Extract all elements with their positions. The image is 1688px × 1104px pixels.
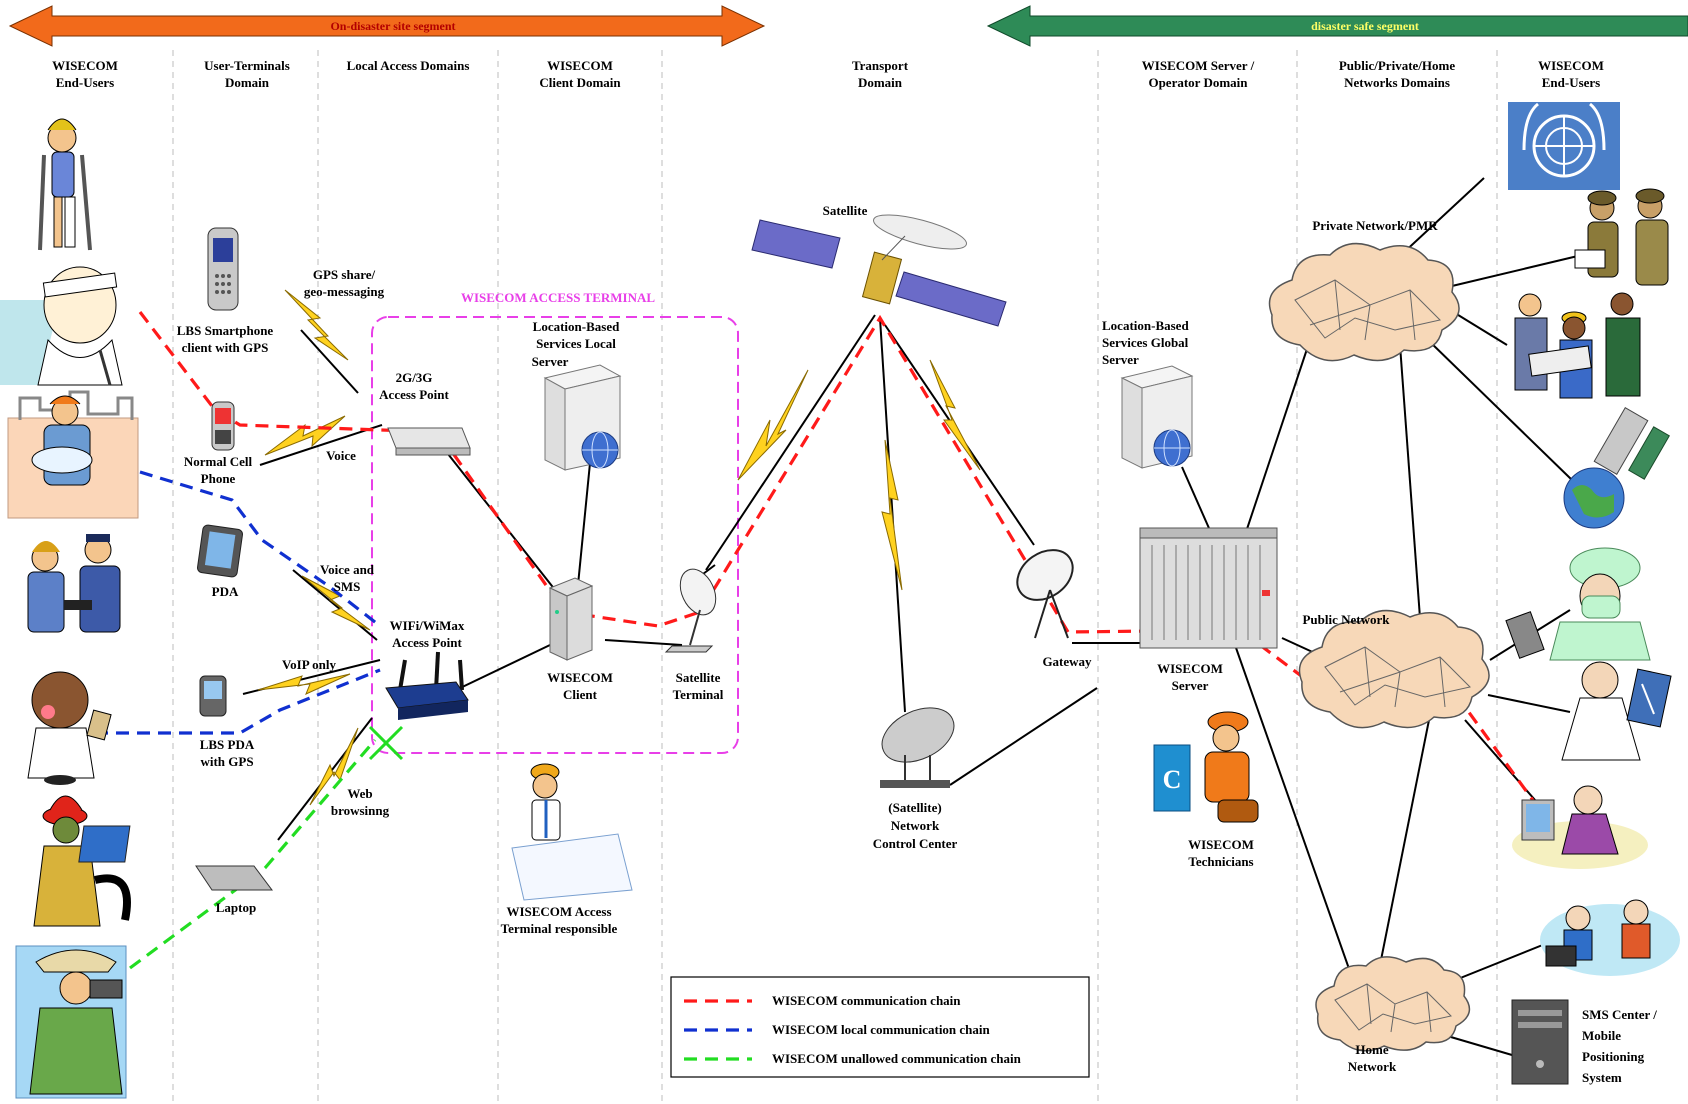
- wifi-router-icon: [385, 651, 469, 720]
- global-server-icon: [1120, 365, 1194, 469]
- svg-text:C: C: [1163, 765, 1182, 794]
- gateway-label: Gateway: [1042, 654, 1092, 669]
- home-network-cloud-icon: [1315, 956, 1471, 1052]
- legend: WISECOM communication chain WISECOM loca…: [670, 976, 1090, 1078]
- legend-item-unallowed: WISECOM unallowed communication chain: [684, 1051, 1022, 1066]
- doctor-kid-icon: [27, 671, 112, 785]
- legend-label-unallowed: WISECOM unallowed communication chain: [772, 1051, 1022, 1066]
- access-point-2g3g-icon: [387, 427, 471, 456]
- firefighter-icon: [33, 795, 131, 927]
- end-users-left: [0, 118, 139, 1099]
- public-network-cloud-icon: [1298, 609, 1490, 729]
- smartphone-icon: [207, 227, 239, 311]
- office-worker-icon: [1512, 785, 1648, 869]
- wireless-bolts: [257, 289, 981, 806]
- gateway-icon: [1016, 549, 1074, 639]
- laptop-label: Laptop: [216, 900, 256, 915]
- private-network-label: Private Network/PMR: [1312, 218, 1438, 233]
- crutches-girl-icon: [38, 118, 92, 251]
- wisecom-client-icon: [548, 577, 594, 661]
- police-officers-icon: [27, 534, 121, 633]
- safe-segment-arrow: disaster safe segment: [986, 5, 1688, 47]
- rescuer-baby-icon: [7, 390, 139, 519]
- doctor-xray-icon: [1561, 661, 1672, 761]
- business-people-icon: [1514, 292, 1641, 399]
- access-terminal-box: WISECOM ACCESS TERMINAL: [371, 290, 739, 754]
- column-header-local-access: Local Access Domains: [347, 58, 470, 73]
- pda-label: PDA: [212, 584, 239, 599]
- un-emblem-icon: [1508, 102, 1620, 190]
- safe-segment-label: disaster safe segment: [1311, 19, 1419, 33]
- legend-label-communication: WISECOM communication chain: [772, 993, 961, 1008]
- lbs-pda-icon: [199, 675, 227, 717]
- legend-label-local: WISECOM local communication chain: [772, 1022, 991, 1037]
- pda-icon: [197, 524, 243, 578]
- legend-item-local: WISECOM local communication chain: [684, 1022, 991, 1037]
- on-site-segment-arrow: On-disaster site segment: [8, 5, 766, 47]
- voice-label: Voice: [326, 448, 356, 463]
- unallowed-cross-icon: [368, 725, 404, 761]
- surgeon-icon: [1505, 547, 1651, 661]
- satellite-terminal-icon: [664, 568, 717, 653]
- network-control-center-icon: [880, 707, 955, 788]
- private-network-cloud-icon: [1268, 242, 1460, 362]
- call-center-icon: [1540, 899, 1680, 976]
- technicians-icon: C: [1153, 711, 1259, 823]
- column-header-server-operator: WISECOM Server /Operator Domain: [1142, 58, 1255, 90]
- voip-label: VoIP only: [282, 657, 337, 672]
- access-terminal-title: WISECOM ACCESS TERMINAL: [461, 290, 655, 305]
- local-server-icon: [543, 364, 622, 471]
- wisecom-server-rack-icon: [1139, 527, 1278, 649]
- gps-share-label: GPS share/geo-messaging: [304, 267, 385, 299]
- photographer-icon: [15, 945, 127, 1099]
- desktop-tower-icon: [1511, 999, 1569, 1085]
- terminal-responsible-icon: [511, 763, 633, 901]
- on-site-segment-label: On-disaster site segment: [330, 19, 455, 33]
- public-network-label: Public Network: [1302, 612, 1390, 627]
- earth-satellite-icon: [1563, 406, 1670, 529]
- satellite-icon: [751, 214, 1007, 327]
- satellite-label: Satellite: [823, 203, 868, 218]
- communication-chains: [95, 311, 1542, 970]
- legend-item-communication: WISECOM communication chain: [684, 993, 961, 1008]
- cell-phone-icon: [211, 401, 235, 451]
- injured-man-icon: [0, 266, 123, 386]
- soldiers-icon: [1574, 188, 1669, 286]
- laptop-icon: [78, 825, 273, 891]
